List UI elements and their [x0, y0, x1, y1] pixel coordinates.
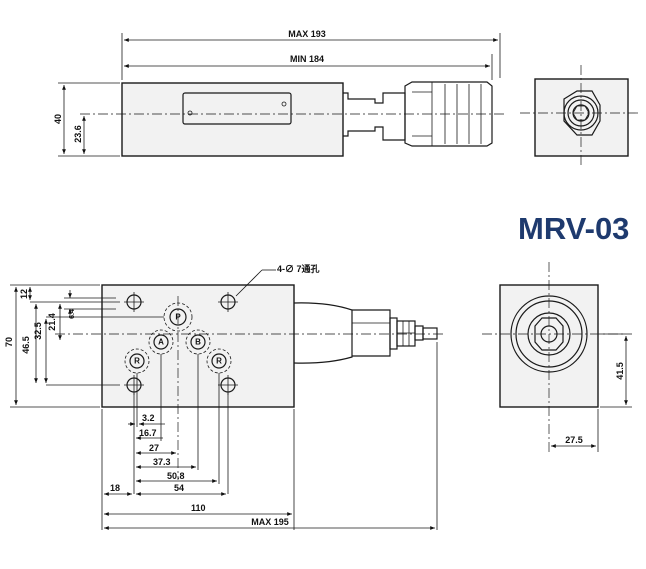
dim-27: 27	[149, 443, 159, 453]
port-r-left	[129, 353, 145, 369]
dim-46-5: 46.5	[21, 336, 31, 354]
port-p-label: P	[175, 313, 181, 322]
dim-54: 54	[174, 483, 184, 493]
dim-32-5: 32.5	[33, 322, 43, 340]
model-title: MRV-03	[518, 211, 629, 246]
lock-nut	[396, 320, 416, 347]
hole-note: 4-∅ 7通孔	[277, 263, 320, 274]
nameplate-screw	[187, 110, 193, 116]
dim-27-5: 27.5	[565, 435, 583, 445]
front-view: P A B R R 4-∅ 7通孔 70 46.5 32.5 21.4 12	[4, 263, 445, 530]
adjust-screw	[422, 327, 438, 340]
top-view: MAX 193 MIN 184 40 23.6	[53, 29, 505, 157]
nameplate	[182, 92, 292, 125]
dim-110: 110	[191, 503, 206, 513]
dim-41-5: 41.5	[615, 362, 625, 380]
dim-max-195: MAX 195	[251, 517, 289, 527]
port-r-left-label: R	[134, 357, 140, 366]
port-b	[190, 334, 206, 350]
nameplate-screw	[281, 101, 287, 107]
dim-3-2: 3.2	[142, 413, 155, 423]
side-view-top	[520, 65, 640, 165]
cap-outline	[510, 295, 588, 373]
port-b-label: B	[195, 338, 201, 347]
dim-16-7: 16.7	[139, 428, 157, 438]
dim-18: 18	[110, 483, 120, 493]
valve-body-side-top	[534, 78, 629, 157]
knob-end-view	[563, 90, 601, 136]
port-a-label: A	[158, 338, 164, 347]
hex-nut-end	[534, 317, 564, 351]
side-view-bottom: 41.5 27.5	[482, 262, 632, 452]
port-a	[153, 334, 169, 350]
adjust-knob	[404, 81, 493, 147]
dim-max-193: MAX 193	[288, 29, 326, 39]
valve-body-top	[121, 82, 344, 157]
dim-12: 12	[19, 289, 29, 299]
dim-min-184: MIN 184	[290, 54, 324, 64]
port-p	[169, 308, 187, 326]
dim-23-6: 23.6	[73, 125, 83, 143]
dim-40: 40	[53, 114, 63, 124]
dim-70: 70	[4, 337, 14, 347]
dim-37-3: 37.3	[153, 457, 171, 467]
port-r-right-label: R	[216, 357, 222, 366]
port-r-right	[211, 353, 227, 369]
dim-21-4: 21.4	[47, 313, 57, 331]
dim-50-8: 50.8	[167, 471, 185, 481]
dim-6-4: 6.4	[69, 309, 76, 319]
relief-cap	[293, 302, 353, 364]
